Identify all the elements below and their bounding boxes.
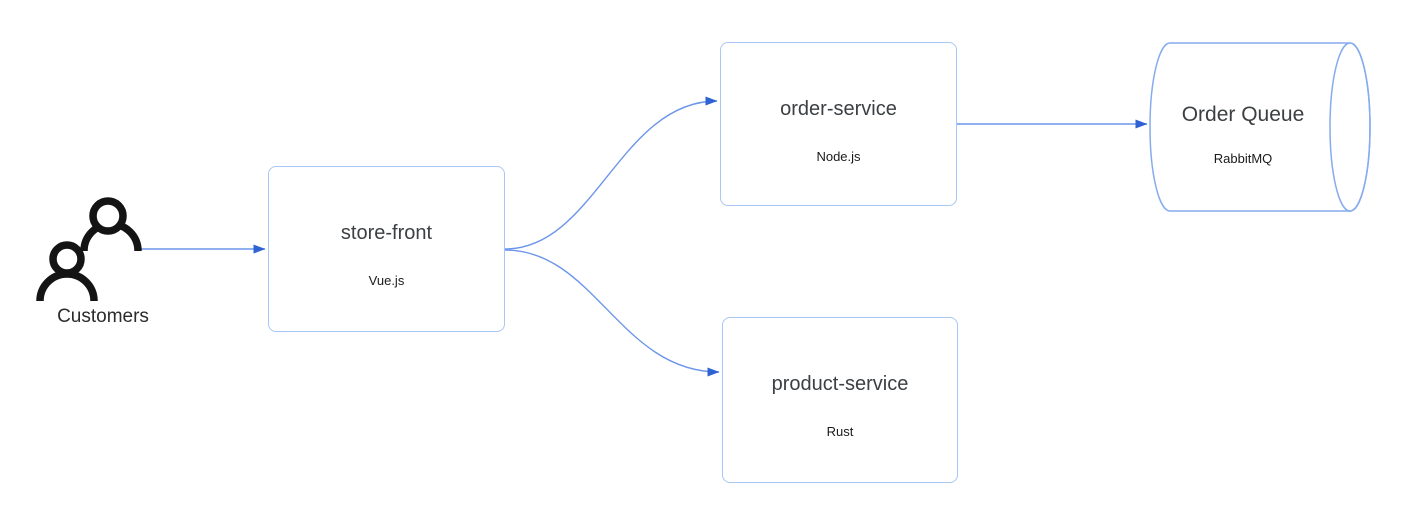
edge-store-front-to-product-service	[504, 249, 720, 377]
node-order-queue-subtitle: RabbitMQ	[1213, 151, 1273, 166]
node-order-service-subtitle: Node.js	[816, 149, 861, 164]
actor-label: Customers	[57, 306, 149, 327]
person-front-head	[49, 241, 85, 277]
person-front-shoulders	[36, 270, 98, 302]
actor-customers: Customers	[36, 192, 170, 332]
person-back-head	[89, 197, 127, 235]
node-store-front: store-front Vue.js	[268, 166, 505, 332]
node-order-service-title: order-service	[780, 98, 897, 120]
node-product-service-title: product-service	[771, 373, 909, 395]
order-queue-cylinder-cap	[1329, 42, 1371, 212]
node-order-service: order-service Node.js	[720, 42, 957, 206]
customers-icon	[36, 197, 142, 302]
edge-store-front-to-order-service	[504, 96, 718, 250]
node-product-service: product-service Rust	[722, 317, 958, 483]
node-store-front-subtitle: Vue.js	[368, 273, 405, 288]
node-store-front-title: store-front	[340, 222, 433, 244]
node-order-queue: Order Queue RabbitMQ	[1150, 43, 1336, 211]
node-product-service-subtitle: Rust	[826, 424, 854, 439]
node-order-queue-title: Order Queue	[1181, 103, 1305, 126]
